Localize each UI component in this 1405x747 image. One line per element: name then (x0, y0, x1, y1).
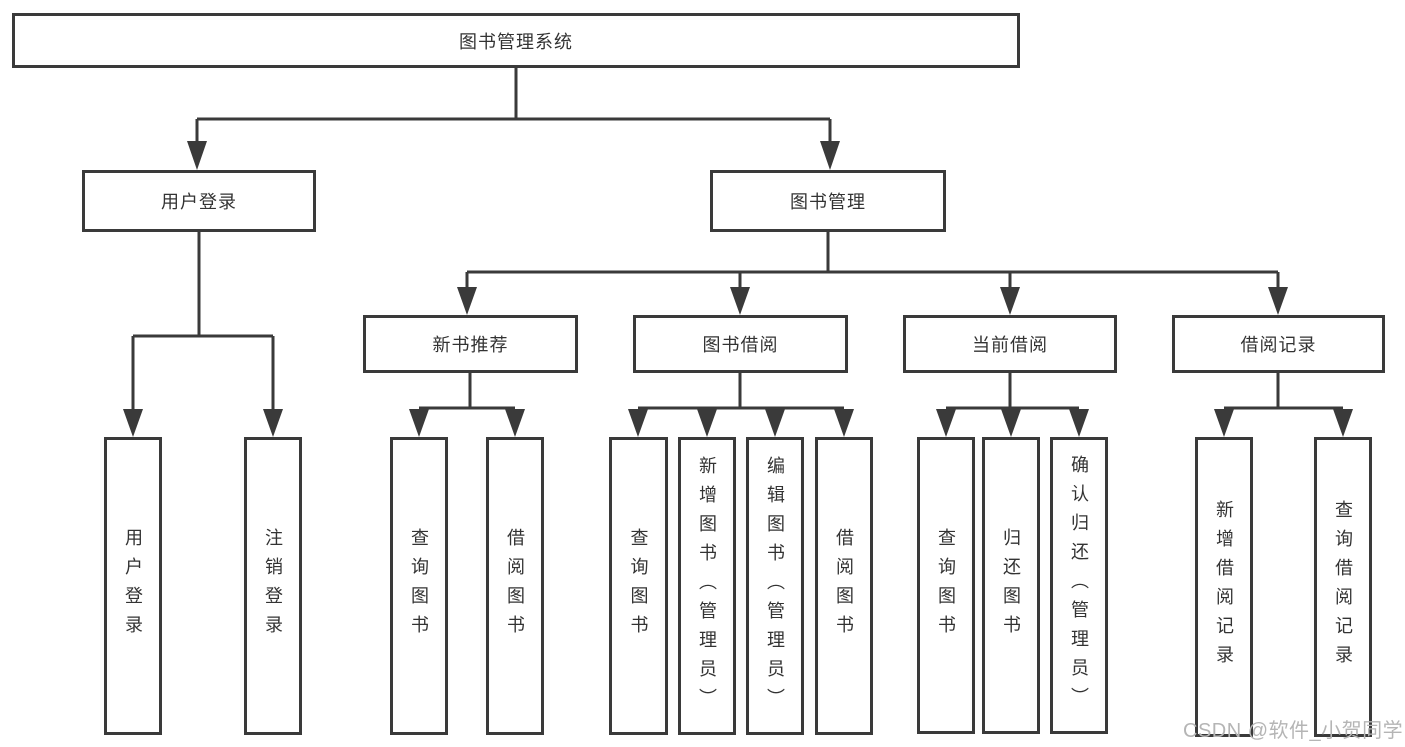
leaf-current-query-book: 查询图书 (917, 437, 975, 734)
leaf-current-query-book-label: 查询图书 (936, 527, 956, 644)
leaf-logout-label: 注销登录 (263, 528, 283, 644)
node-book-management-label: 图书管理 (790, 192, 866, 212)
node-library-system-label: 图书管理系统 (459, 31, 573, 52)
leaf-return-book: 归还图书 (982, 437, 1040, 734)
leaf-edit-book-admin-label: 编辑图书（管理员） (765, 455, 785, 717)
leaf-borrow-query-book: 查询图书 (609, 437, 668, 735)
node-new-book-recommend: 新书推荐 (363, 315, 578, 373)
leaf-add-book-admin-label: 新增图书（管理员） (697, 455, 717, 717)
leaf-newbook-query-book: 查询图书 (390, 437, 448, 735)
node-user-login-label: 用户登录 (161, 192, 237, 212)
leaf-query-borrow-record: 查询借阅记录 (1314, 437, 1372, 737)
node-current-borrow-label: 当前借阅 (972, 335, 1048, 355)
leaf-add-borrow-record-label: 新增借阅记录 (1214, 500, 1234, 674)
node-book-borrow: 图书借阅 (633, 315, 848, 373)
node-borrow-record: 借阅记录 (1172, 315, 1385, 373)
node-book-borrow-label: 图书借阅 (702, 335, 779, 355)
node-new-book-recommend-label: 新书推荐 (432, 335, 509, 355)
leaf-newbook-query-book-label: 查询图书 (409, 528, 429, 644)
node-current-borrow: 当前借阅 (903, 315, 1117, 373)
leaf-user-login: 用户登录 (104, 437, 162, 735)
leaf-add-borrow-record: 新增借阅记录 (1195, 437, 1253, 737)
leaf-logout: 注销登录 (244, 437, 302, 735)
leaf-return-book-label: 归还图书 (1001, 527, 1021, 644)
arrowheads (123, 141, 1353, 437)
leaf-newbook-borrow-book-label: 借阅图书 (505, 528, 525, 644)
leaf-confirm-return-admin-label: 确认归还（管理员） (1069, 455, 1089, 716)
leaf-edit-book-admin: 编辑图书（管理员） (746, 437, 804, 735)
leaf-add-book-admin: 新增图书（管理员） (678, 437, 736, 735)
node-book-management: 图书管理 (710, 170, 946, 232)
leaf-borrow-book-label: 借阅图书 (834, 528, 854, 644)
node-library-system: 图书管理系统 (12, 13, 1020, 68)
csdn-watermark: CSDN @软件_小贺同学 (1183, 720, 1404, 742)
node-user-login: 用户登录 (82, 170, 316, 232)
leaf-user-login-label: 用户登录 (123, 528, 143, 644)
leaf-borrow-book: 借阅图书 (815, 437, 873, 735)
leaf-confirm-return-admin: 确认归还（管理员） (1050, 437, 1108, 734)
leaf-newbook-borrow-book: 借阅图书 (486, 437, 544, 735)
node-borrow-record-label: 借阅记录 (1240, 335, 1317, 355)
leaf-query-borrow-record-label: 查询借阅记录 (1333, 500, 1353, 674)
leaf-borrow-query-book-label: 查询图书 (628, 528, 649, 644)
